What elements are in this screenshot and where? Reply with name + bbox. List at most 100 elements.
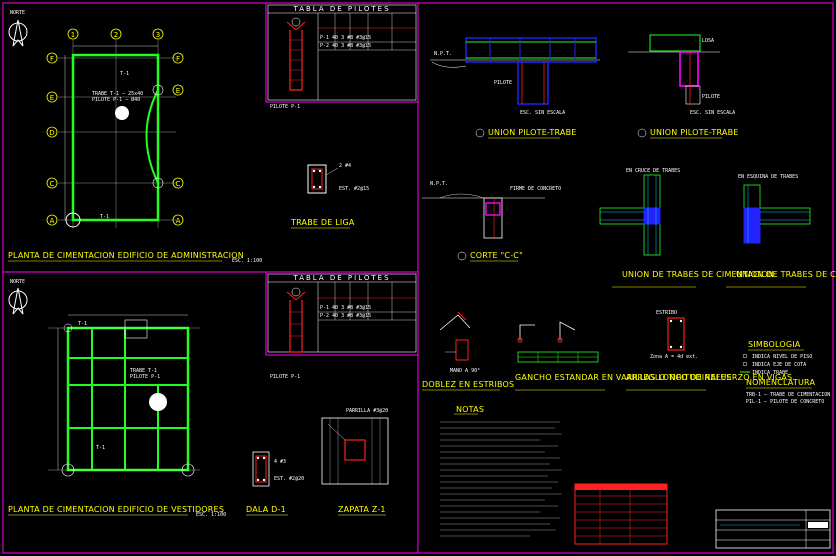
svg-text:E: E (50, 94, 54, 102)
union-trabes-detail-2: EN ESQUINA DE TRABES (738, 174, 811, 244)
svg-text:PARRILLA #3@20: PARRILLA #3@20 (346, 408, 388, 414)
pile-table-title: TABLA DE PILOTES (292, 5, 390, 13)
svg-text:1: 1 (71, 31, 75, 39)
grid-bubble-col-1: 1 (67, 28, 79, 40)
plan-vestidores-drawing: T-1 TRABE T-1 PILOTE P-1 T-1 (48, 314, 200, 477)
pile-table-top: TABLA DE PILOTES P-1 40 3 #8 #3@15 P-2 4… (267, 4, 417, 110)
svg-text:EN ESQUINA DE TRABES: EN ESQUINA DE TRABES (738, 174, 798, 180)
svg-text:TRB-1 — TRABE DE CIMENTACION: TRB-1 — TRABE DE CIMENTACION (746, 392, 830, 398)
svg-text:EST. #2@20: EST. #2@20 (274, 476, 304, 482)
svg-text:NORTE: NORTE (10, 10, 25, 16)
nomenclatura-title: NOMENCLATURA (746, 378, 815, 387)
gancho-estandar-title: GANCHO ESTANDAR EN VARILLAS LONGITUDINAL… (515, 373, 731, 382)
svg-text:ESC. SIN ESCALA: ESC. SIN ESCALA (520, 110, 565, 116)
revision-table (574, 483, 668, 545)
arreglo-tipo-detail: ESTRIBO Zona A = 4d ext. (650, 310, 698, 360)
union-trabes-title: UNION DE TRABES DE CIMENTACION (622, 270, 774, 279)
svg-text:PILOTE P-1 — Ø40: PILOTE P-1 — Ø40 (92, 96, 140, 103)
grid-bubble-row-a: A (172, 214, 184, 226)
zapata-title: ZAPATA Z-1 (338, 505, 386, 514)
svg-text:P-1 40 3 #8 #3@15: P-1 40 3 #8 #3@15 (320, 305, 371, 311)
dala-title: DALA D-1 (246, 505, 286, 514)
svg-text:T-1: T-1 (120, 71, 129, 77)
svg-text:INDICA EJE DE COTA: INDICA EJE DE COTA (752, 362, 806, 368)
plan-vestidores-scale: ESC. 1:100 (196, 512, 226, 518)
svg-text:PIL-1 — PILOTE DE CONCRETO: PIL-1 — PILOTE DE CONCRETO (746, 399, 824, 405)
svg-text:P-1 40 3 #8 #3@15: P-1 40 3 #8 #3@15 (320, 35, 371, 41)
grid-bubble-col-2: 2 (110, 28, 122, 40)
svg-text:MANO A 90°: MANO A 90° (450, 368, 480, 374)
svg-text:FIRME DE CONCRETO: FIRME DE CONCRETO (510, 186, 561, 192)
simbologia-list: INDICA NIVEL DE PISO INDICA EJE DE COTA … (740, 353, 812, 376)
svg-text:4 #3: 4 #3 (274, 459, 286, 465)
grid-bubble-row-e: E (46, 91, 58, 103)
pile-table-bottom: TABLA DE PILOTES P-1 40 3 #8 #3@15 P-2 4… (267, 273, 417, 380)
svg-text:A: A (176, 217, 181, 225)
union-trabes-detail-1: EN CRUCE DE TRABES (599, 168, 680, 256)
svg-text:C: C (176, 180, 181, 188)
notas-title: NOTAS (456, 405, 484, 414)
grid-bubble-row-f: F (46, 52, 58, 64)
svg-text:PILOTE: PILOTE (702, 94, 720, 100)
svg-text:N.P.T.: N.P.T. (434, 51, 452, 57)
svg-text:F: F (50, 55, 54, 63)
trabe-liga-title: TRABE DE LIGA (290, 218, 355, 227)
svg-text:E: E (176, 87, 180, 95)
svg-text:EN CRUCE DE TRABES: EN CRUCE DE TRABES (626, 168, 680, 174)
grid-bubble-row-c: C (46, 177, 58, 189)
plan-admin-drawing: TRABE T-1 — 25x40 PILOTE P-1 — Ø40 T-1 T… (46, 28, 184, 228)
svg-text:T-1: T-1 (96, 445, 105, 451)
plan-vestidores-title: PLANTA DE CIMENTACION EDIFICIO DE VESTID… (8, 505, 224, 514)
svg-text:C: C (50, 180, 55, 188)
svg-text:ESTRIBO: ESTRIBO (656, 310, 677, 316)
svg-text:P-2 40 3 #8 #3@15: P-2 40 3 #8 #3@15 (320, 313, 371, 319)
svg-text:2: 2 (114, 31, 118, 39)
svg-text:PILOTE: PILOTE (494, 80, 512, 86)
svg-text:N.P.T.: N.P.T. (430, 181, 448, 187)
svg-text:T-1: T-1 (78, 321, 87, 327)
north-arrow-icon: NORTE (8, 279, 28, 315)
grid-bubble-row-a: A (46, 214, 58, 226)
trabe-liga-section: 2 #4 EST. #2@15 (307, 163, 369, 194)
north-arrow-icon: NORTE (8, 10, 28, 47)
svg-text:TRABE T-1: TRABE T-1 (130, 368, 157, 374)
gancho-estandar-detail (517, 321, 599, 363)
svg-text:TRABE T-1 — 25x40: TRABE T-1 — 25x40 (92, 91, 143, 97)
svg-text:2 #4: 2 #4 (339, 163, 351, 169)
corte-cc-title: CORTE "C-C" (470, 251, 523, 260)
union-pilote-trabe-title: UNION PILOTE-TRABE (650, 128, 739, 137)
doblez-estribos-detail: MANO A 90° (439, 311, 480, 374)
svg-text:EST. #2@15: EST. #2@15 (339, 186, 369, 192)
svg-text:Zona A = 4d ext.: Zona A = 4d ext. (650, 354, 698, 360)
doblez-estribos-title: DOBLEZ EN ESTRIBOS (422, 380, 514, 389)
svg-text:INDICA TRABE: INDICA TRABE (752, 370, 788, 376)
grid-bubble-row-e: E (172, 84, 184, 96)
svg-text:PILOTE P-1: PILOTE P-1 (130, 374, 160, 380)
svg-text:INDICA NIVEL DE PISO: INDICA NIVEL DE PISO (752, 354, 812, 360)
svg-text:A: A (50, 217, 55, 225)
svg-text:LOSA: LOSA (702, 38, 714, 44)
svg-text:PILOTE P-1: PILOTE P-1 (270, 374, 300, 380)
svg-text:PILOTE P-1: PILOTE P-1 (270, 104, 300, 110)
union-pilote-trabe-detail-2: LOSA PILOTE ESC. SIN ESCALA (628, 34, 735, 116)
grid-bubble-row-d: D (46, 126, 58, 138)
svg-text:T-1: T-1 (100, 214, 109, 220)
plan-admin-title: PLANTA DE CIMENTACION EDIFICIO DE ADMINI… (8, 251, 244, 260)
svg-text:ESC. SIN ESCALA: ESC. SIN ESCALA (690, 110, 735, 116)
nomenclatura-list: TRB-1 — TRABE DE CIMENTACION PIL-1 — PIL… (746, 392, 830, 405)
union-trabes-title: UNION DE TRABES DE CIMENTACION (736, 270, 836, 279)
corte-cc-detail: N.P.T. FIRME DE CONCRETO (422, 181, 561, 239)
union-pilote-trabe-detail-1: N.P.T. PILOTE ESC. SIN ESCALA (430, 37, 600, 116)
grid-bubble-row-c: C (172, 177, 184, 189)
svg-text:3: 3 (156, 31, 160, 39)
zapata-z1-detail: PARRILLA #3@20 (321, 408, 389, 485)
svg-text:P-2 40 3 #8 #3@15: P-2 40 3 #8 #3@15 (320, 43, 371, 49)
simbologia-title: SIMBOLOGIA (748, 340, 801, 349)
dala-d1-section: 4 #3 EST. #2@20 (252, 451, 304, 487)
union-pilote-trabe-title: UNION PILOTE-TRABE (488, 128, 577, 137)
pile-table-title: TABLA DE PILOTES (292, 274, 390, 282)
notas-lines (440, 421, 562, 537)
plan-admin-scale: ESC. 1:100 (232, 258, 262, 264)
